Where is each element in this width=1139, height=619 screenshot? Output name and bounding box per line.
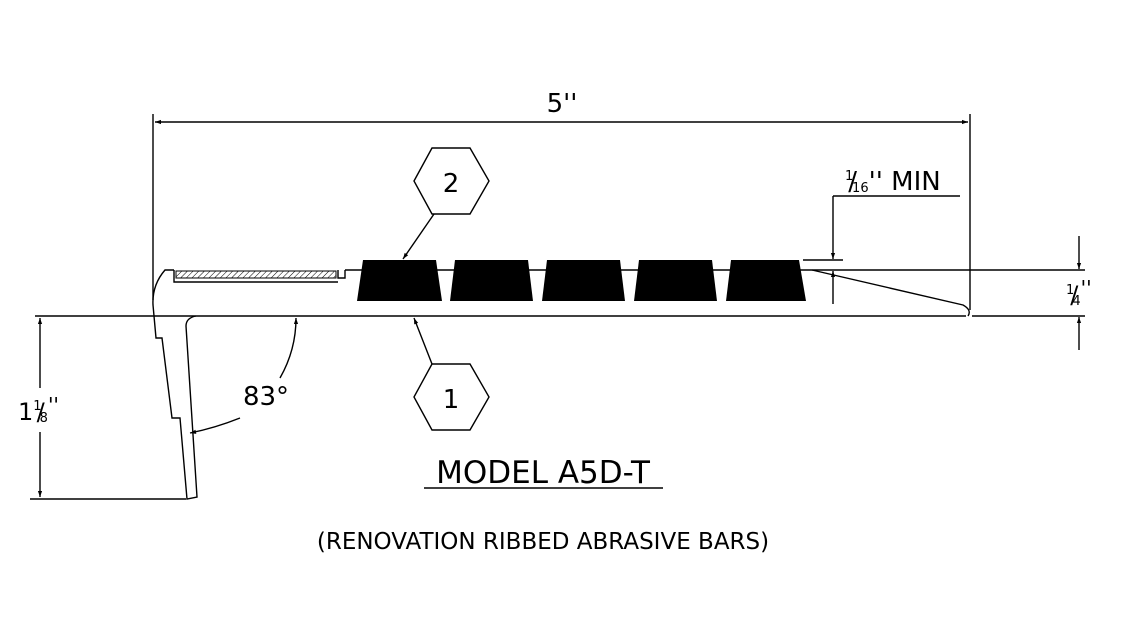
abrasive-bar [726, 260, 806, 301]
callout-2: 2 [402, 147, 490, 260]
thickness-dimension: 1/4'' [1066, 236, 1092, 350]
nose-depth-label: 11/8'' [18, 393, 59, 426]
gap-min-label: 1/16'' MIN [845, 167, 941, 197]
svg-text:2: 2 [443, 169, 460, 199]
nose-depth-dimension: 11/8'' [18, 318, 186, 500]
overall-width-label: 5'' [547, 89, 578, 119]
angle-dimension: 83° [189, 317, 299, 434]
callout-1: 1 [413, 317, 490, 431]
thickness-label: 1/4'' [1066, 276, 1092, 309]
abrasive-bar [450, 260, 533, 301]
gap-min-dimension: 1/16'' MIN [803, 167, 960, 304]
insert-strip [175, 270, 337, 279]
tread-profile [35, 260, 1085, 500]
abrasive-bar [357, 260, 442, 301]
angle-label: 83° [243, 382, 289, 412]
model-title: MODEL A5D-T [436, 455, 651, 491]
abrasive-bar [634, 260, 717, 301]
model-subtitle: (RENOVATION RIBBED ABRASIVE BARS) [317, 529, 769, 555]
abrasive-bar [542, 260, 625, 301]
overall-width-dimension: 5'' [152, 89, 971, 310]
svg-text:1: 1 [443, 385, 460, 415]
abrasive-bars [357, 260, 806, 301]
